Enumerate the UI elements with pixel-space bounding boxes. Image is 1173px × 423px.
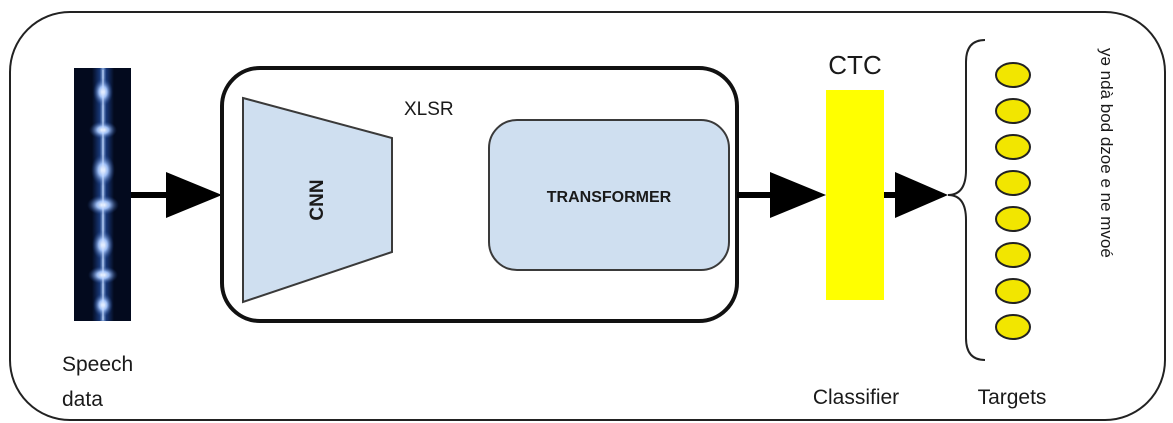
- target-token-8: [995, 314, 1031, 340]
- cnn-block: [242, 96, 393, 304]
- arrow-ctc-to-targets: [884, 172, 948, 218]
- target-token-5: [995, 206, 1031, 232]
- target-token-1: [995, 62, 1031, 88]
- target-token-3: [995, 134, 1031, 160]
- classifier-label: Classifier: [813, 386, 899, 409]
- cnn-label: CNN: [307, 179, 328, 220]
- transformer-label: TRANSFORMER: [547, 189, 672, 206]
- targets-label: Targets: [978, 386, 1047, 409]
- target-token-2: [995, 98, 1031, 124]
- target-token-4: [995, 170, 1031, 196]
- arrow-xlsr-to-ctc: [737, 172, 826, 218]
- target-token-7: [995, 278, 1031, 304]
- target-tokens: [995, 62, 1031, 340]
- arrow-speech-to-xlsr: [131, 172, 222, 218]
- xlsr-label: XLSR: [404, 99, 454, 120]
- targets-brace: [947, 39, 986, 361]
- ctc-block: [826, 90, 884, 300]
- speech-data-label-line1: Speech: [62, 353, 133, 376]
- transformer-block: [488, 119, 730, 271]
- ctc-label: CTC: [828, 50, 881, 80]
- speech-data-label-line2: data: [62, 388, 103, 411]
- target-transcript-text: yə ndà bod dzoe e ne mvoé: [1097, 48, 1116, 258]
- target-token-6: [995, 242, 1031, 268]
- speech-spectrogram: [74, 68, 131, 321]
